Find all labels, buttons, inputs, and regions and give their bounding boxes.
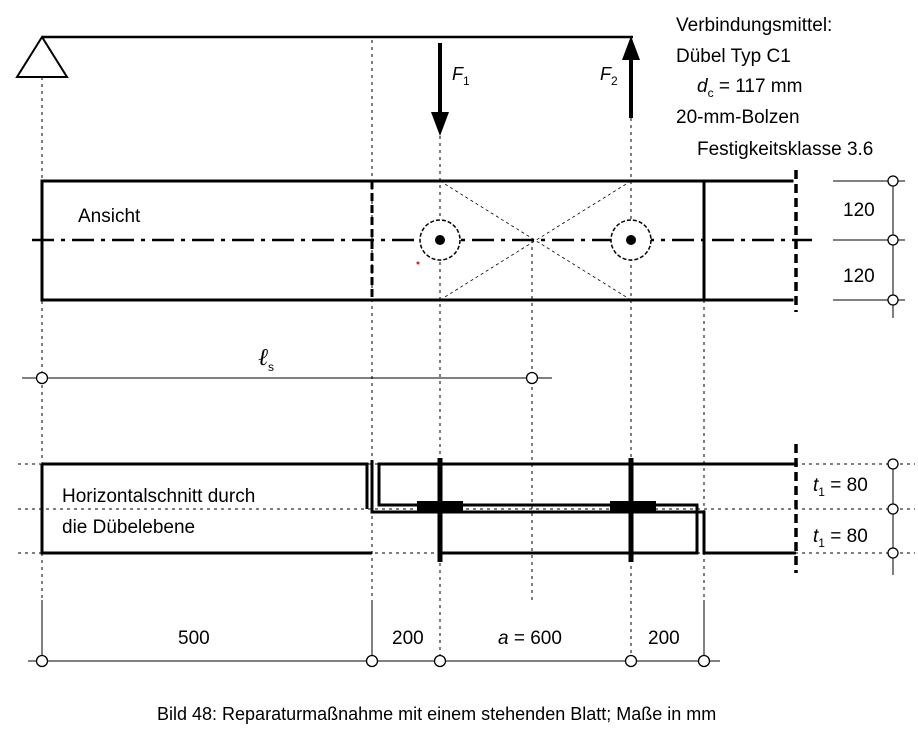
thickness-upper: t1 = 80	[813, 475, 868, 499]
connector-info: Verbindungsmittel: Dübel Typ C1 dc = 117…	[676, 15, 873, 160]
dim-200-left: 200	[392, 628, 424, 649]
dim-200-right: 200	[648, 628, 680, 649]
height-upper: 120	[843, 200, 875, 221]
horizontal-section: Horizontalschnitt durch die Dübelebene	[18, 444, 915, 573]
bottom-dimension-chain: 500 200 a = 600 200	[28, 600, 720, 668]
left-beam-section-lower	[40, 464, 372, 555]
force-label-f1: F1	[452, 64, 470, 88]
pin-support-icon	[15, 35, 69, 78]
dim-500: 500	[178, 628, 210, 649]
splice-blade-lower	[370, 460, 796, 555]
force-label-f2: F2	[600, 64, 618, 88]
bolt-spec: 20-mm-Bolzen	[676, 107, 800, 128]
figure-caption: Bild 48: Reparaturmaßnahme mit einem ste…	[157, 704, 716, 724]
section-label-line2: die Dübelebene	[62, 517, 195, 538]
bolt-dot-2	[626, 235, 636, 245]
section-label-line1: Horizontalschnitt durch	[62, 486, 255, 507]
splice-length-label: ℓs	[258, 343, 274, 374]
elevation-height-dimensions: 120 120	[833, 175, 905, 318]
connector-title: Verbindungsmittel:	[676, 15, 832, 36]
left-beam-section	[42, 462, 369, 509]
splice-length-dimension: ℓs	[22, 343, 552, 385]
dowel-2	[610, 501, 656, 513]
bolt-dot-1	[435, 235, 445, 245]
force-arrow-f2	[622, 36, 640, 118]
section-thickness-dimensions: t1 = 80 t1 = 80	[813, 458, 899, 575]
stray-mark	[416, 261, 420, 265]
dowel-diameter: dc = 117 mm	[697, 76, 802, 100]
view-label: Ansicht	[78, 206, 141, 227]
dowel-1	[417, 501, 463, 513]
vertical-reference-lines	[41, 40, 705, 660]
dim-a-600: a = 600	[498, 628, 562, 649]
force-arrow-f1	[431, 43, 449, 136]
dowel-type: Dübel Typ C1	[676, 46, 791, 67]
splice-blade-upper	[377, 462, 796, 555]
thickness-lower: t1 = 80	[813, 526, 868, 550]
elevation-view: Ansicht	[32, 170, 812, 312]
strength-class: Festigkeitsklasse 3.6	[697, 139, 873, 160]
height-lower: 120	[843, 266, 875, 287]
